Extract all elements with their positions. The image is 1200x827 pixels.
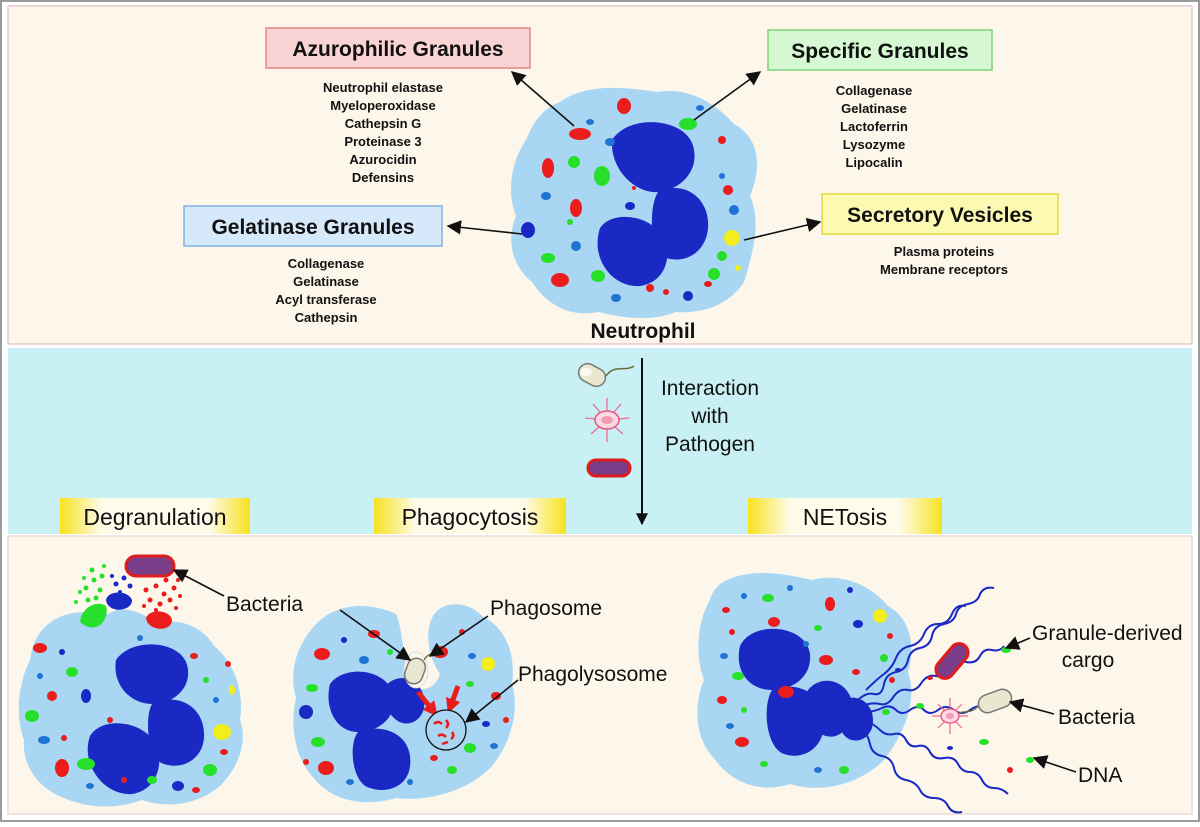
secretory-vesicles-box: Secretory Vesicles (821, 193, 1059, 235)
interaction-line: Pathogen (665, 433, 755, 456)
specific-list: Collagenase Gelatinase Lactoferrin Lysoz… (836, 83, 913, 170)
azurophilic-item: Myeloperoxidase (330, 98, 436, 113)
azurophilic-item: Proteinase 3 (344, 134, 421, 149)
net-bacterium-bacillus (955, 688, 1013, 717)
gelatinase-list: Collagenase Gelatinase Acyl transferase … (275, 256, 376, 325)
arrow-bacteria-left (172, 569, 225, 597)
arrow-bacteria-phagocytosis (339, 609, 412, 661)
degranulation-bacterium (124, 554, 176, 578)
netosis-label: NETosis (748, 498, 942, 534)
netosis-cell (697, 572, 912, 788)
arrow-phagosome (428, 615, 489, 657)
azurophilic-granules-box: Azurophilic Granules (265, 27, 531, 69)
specific-item: Gelatinase (841, 101, 907, 116)
azurophilic-title: Azurophilic Granules (292, 38, 503, 61)
neutrophil-label: Neutrophil (591, 320, 696, 343)
pathogen-bacillus (577, 362, 635, 388)
arrow-to-secretory (743, 217, 822, 241)
fusion-arrow-1 (416, 690, 438, 717)
bacteria-left-label: Bacteria (226, 593, 303, 616)
degranulation-cell (18, 609, 243, 807)
specific-title: Specific Granules (791, 40, 968, 63)
degranulation-label: Degranulation (60, 498, 250, 534)
arrow-phagolysosome (464, 679, 519, 723)
gelatinase-title: Gelatinase Granules (211, 216, 414, 239)
netosis-text: NETosis (803, 504, 887, 530)
degranulation-released-granules (74, 554, 182, 629)
azurophilic-list: Neutrophil elastase Myeloperoxidase Cath… (323, 80, 443, 185)
arrow-to-azurophilic (510, 71, 575, 127)
dna-label: DNA (1078, 764, 1122, 787)
azurophilic-item: Azurocidin (349, 152, 416, 167)
pathogen-coccus (584, 398, 630, 442)
specific-granules-box: Specific Granules (767, 29, 993, 71)
granule-cargo-line: Granule-derived (1032, 622, 1183, 645)
neutrophil-nucleus (597, 122, 709, 287)
bacteria-right-label: Bacteria (1058, 706, 1135, 729)
net-bacterium-rod (934, 642, 970, 680)
azurophilic-item: Neutrophil elastase (323, 80, 443, 95)
gelatinase-item: Acyl transferase (275, 292, 376, 307)
secretory-item: Membrane receptors (880, 262, 1008, 277)
fusion-arrow-2 (446, 685, 461, 714)
arrow-dna (1032, 755, 1077, 773)
secretory-list: Plasma proteins Membrane receptors (880, 244, 1008, 277)
specific-item: Lipocalin (845, 155, 902, 170)
phagocytosis-text: Phagocytosis (402, 504, 539, 530)
granule-cargo-label: Granule-derived cargo (1032, 622, 1183, 672)
gelatinase-item: Collagenase (288, 256, 365, 271)
gelatinase-item: Cathepsin (295, 310, 358, 325)
interaction-label: Interaction with Pathogen (661, 377, 759, 456)
degranulation-text: Degranulation (83, 504, 226, 530)
specific-item: Lactoferrin (840, 119, 908, 134)
pathogen-rod (586, 458, 632, 478)
arrow-to-gelatinase (446, 220, 523, 235)
azurophilic-item: Cathepsin G (345, 116, 422, 131)
secretory-title: Secretory Vesicles (847, 204, 1033, 227)
interaction-line: Interaction (661, 377, 759, 400)
net-bacterium-coccus (932, 698, 968, 734)
phagosome-label: Phagosome (490, 597, 602, 620)
phagocytosis-label: Phagocytosis (374, 498, 566, 534)
arrow-to-specific (693, 71, 762, 121)
secretory-item: Plasma proteins (894, 244, 994, 259)
interaction-line: with (690, 405, 728, 428)
gelatinase-granules-box: Gelatinase Granules (183, 205, 443, 247)
specific-item: Lysozyme (843, 137, 905, 152)
neutrophil-granules (521, 98, 741, 302)
arrow-bacteria-right (1008, 698, 1055, 715)
azurophilic-item: Defensins (352, 170, 414, 185)
phagolysosome (425, 709, 467, 751)
arrow-granule-cargo (1004, 636, 1031, 650)
granule-cargo-line: cargo (1062, 649, 1115, 672)
phagosome (403, 647, 441, 689)
neutrophil-cytoplasm (511, 87, 758, 319)
phagocytosis-cell (293, 604, 515, 803)
specific-item: Collagenase (836, 83, 913, 98)
phagolysosome-label: Phagolysosome (518, 663, 667, 686)
gelatinase-item: Gelatinase (293, 274, 359, 289)
neutrophil-cell (511, 87, 758, 319)
